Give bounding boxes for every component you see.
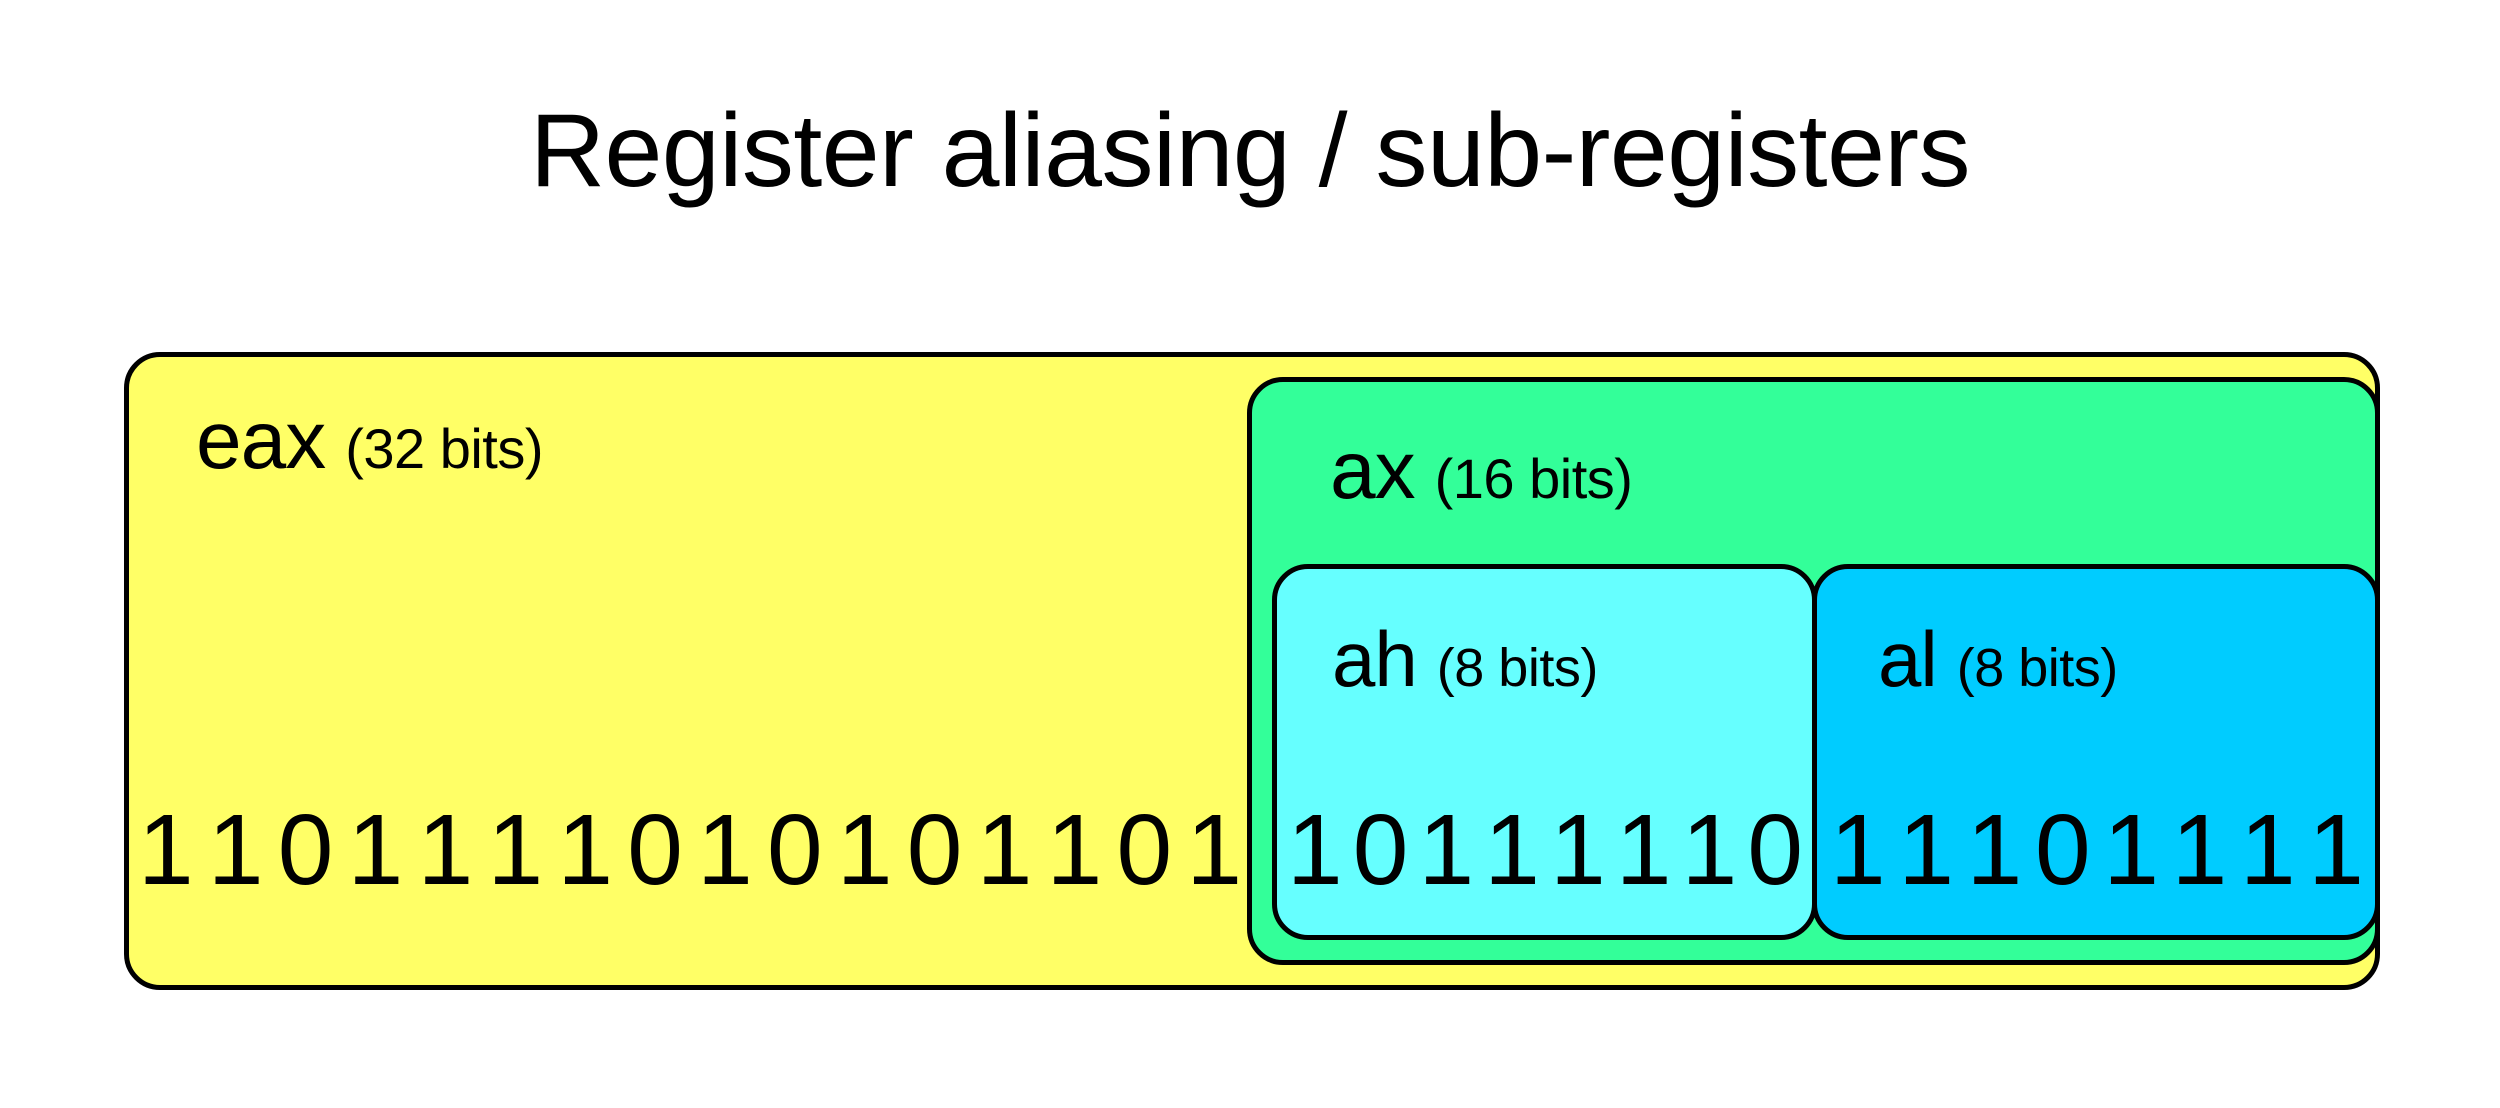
register-label-ah: ah (8 bits): [1332, 620, 1598, 698]
page-title: Register aliasing / sub-registers: [529, 93, 1971, 209]
bit-digit: 1: [1046, 794, 1103, 906]
bit-digit: 0: [277, 794, 334, 906]
bit-digit: 0: [1352, 794, 1409, 906]
register-size-ah: (8 bits): [1436, 638, 1599, 698]
register-size-ax: (16 bits): [1434, 447, 1633, 510]
bit-digit: 1: [1615, 794, 1672, 906]
register-name-ah: ah: [1332, 615, 1418, 703]
bit-digit: 1: [697, 794, 753, 906]
register-label-eax: eax (32 bits): [196, 395, 544, 486]
bit-digit: 1: [1966, 794, 2023, 906]
register-size-eax: (32 bits): [345, 417, 544, 480]
bit-digit: 0: [767, 794, 823, 906]
bit-digit: 0: [1747, 794, 1803, 906]
bit-digit: 1: [2239, 794, 2296, 906]
bit-digit: 1: [2171, 794, 2228, 906]
bit-digit: 1: [347, 794, 404, 906]
bit-digit: 1: [207, 794, 264, 906]
bit-digit: 1: [557, 794, 613, 906]
bit-digit: 1: [1287, 794, 1343, 906]
bit-digit: 1: [836, 794, 893, 906]
bit-digit: 1: [1418, 794, 1475, 906]
bit-digit: 0: [2034, 794, 2091, 906]
bit-digit: 1: [487, 794, 544, 906]
bit-digit: 1: [976, 794, 1033, 906]
bit-digit: 0: [1116, 794, 1173, 906]
bit-digit: 1: [2103, 794, 2159, 906]
register-box-ah: [1272, 564, 1817, 940]
register-size-al: (8 bits): [1956, 638, 2119, 698]
register-box-al: [1812, 564, 2380, 940]
bit-digit: 1: [1681, 794, 1738, 906]
register-name-ax: ax: [1330, 425, 1416, 516]
bit-digit: 1: [1550, 794, 1606, 906]
register-label-ax: ax (16 bits): [1330, 425, 1633, 516]
register-label-al: al (8 bits): [1878, 620, 2118, 698]
bit-digit: 0: [627, 794, 683, 906]
register-name-al: al: [1878, 615, 1938, 703]
bit-digit: 1: [1186, 794, 1242, 906]
register-name-eax: eax: [196, 395, 326, 486]
bit-digit: 1: [138, 794, 194, 906]
bit-digit: 1: [1830, 794, 1886, 906]
bit-digit: 1: [2308, 794, 2364, 906]
bit-digit: 1: [1484, 794, 1540, 906]
bit-digit: 0: [906, 794, 963, 906]
bit-digit: 1: [417, 794, 474, 906]
bit-digit: 1: [1898, 794, 1954, 906]
